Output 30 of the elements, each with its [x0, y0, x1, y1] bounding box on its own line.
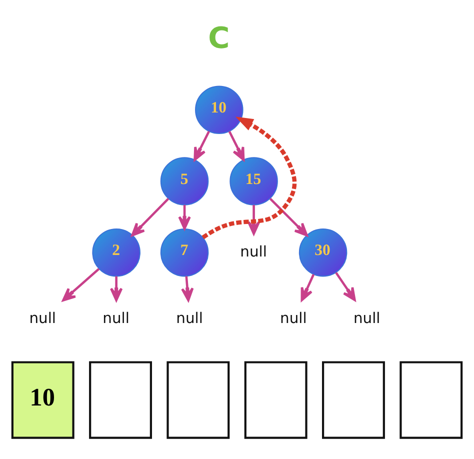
arrow	[181, 276, 194, 302]
node-box	[244, 361, 308, 439]
label: C	[208, 20, 230, 55]
node-circle: 2	[92, 228, 140, 277]
node-text: null	[102, 310, 130, 328]
node-circle: 5	[160, 157, 209, 206]
node-text: null	[353, 310, 380, 328]
arrow	[335, 272, 356, 302]
node-circle: 30	[298, 228, 348, 277]
arrow	[269, 198, 308, 236]
node-text: null	[29, 310, 56, 328]
node-box: 10	[11, 361, 74, 439]
node-circle: 10	[195, 86, 244, 134]
arrow	[62, 268, 100, 302]
arrow	[228, 130, 245, 161]
node-box	[322, 361, 385, 439]
arrow	[131, 198, 170, 236]
node-circle: 15	[230, 157, 278, 206]
arrow	[202, 116, 297, 240]
node-circle: 7	[160, 228, 209, 277]
arrow	[300, 274, 315, 302]
node-text: null	[240, 243, 267, 260]
node-text: null	[176, 310, 203, 328]
node-box	[89, 361, 152, 439]
arrow	[110, 276, 123, 302]
node-box	[400, 361, 463, 439]
node-box	[166, 361, 230, 439]
node-text: null	[280, 310, 307, 328]
arrow	[194, 130, 210, 161]
arrow	[178, 204, 191, 230]
